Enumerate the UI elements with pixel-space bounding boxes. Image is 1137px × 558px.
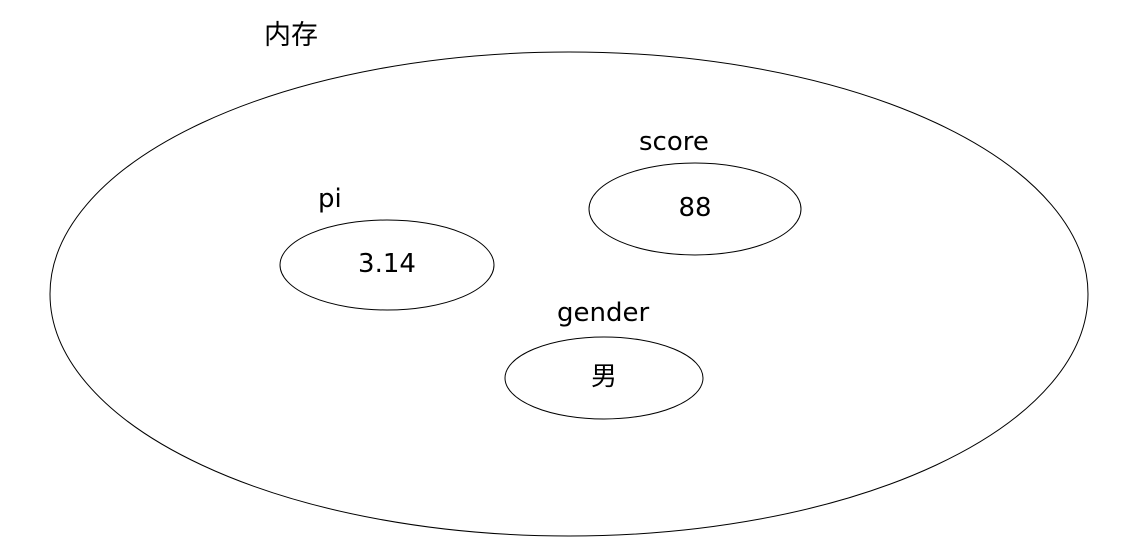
variable-value-score: 88 (678, 193, 712, 223)
variable-ellipse-gender (504, 336, 704, 420)
variable-ellipse-score (588, 162, 802, 256)
variable-value-pi: 3.14 (358, 249, 416, 279)
variable-ellipse-pi (279, 219, 495, 311)
variable-label-score: score (639, 127, 709, 157)
variable-value-gender: 男 (590, 362, 617, 392)
variable-label-gender: gender (557, 298, 650, 328)
variable-label-pi: pi (318, 184, 342, 214)
memory-container-title: 内存 (264, 20, 318, 51)
memory-container-ellipse (49, 51, 1089, 537)
